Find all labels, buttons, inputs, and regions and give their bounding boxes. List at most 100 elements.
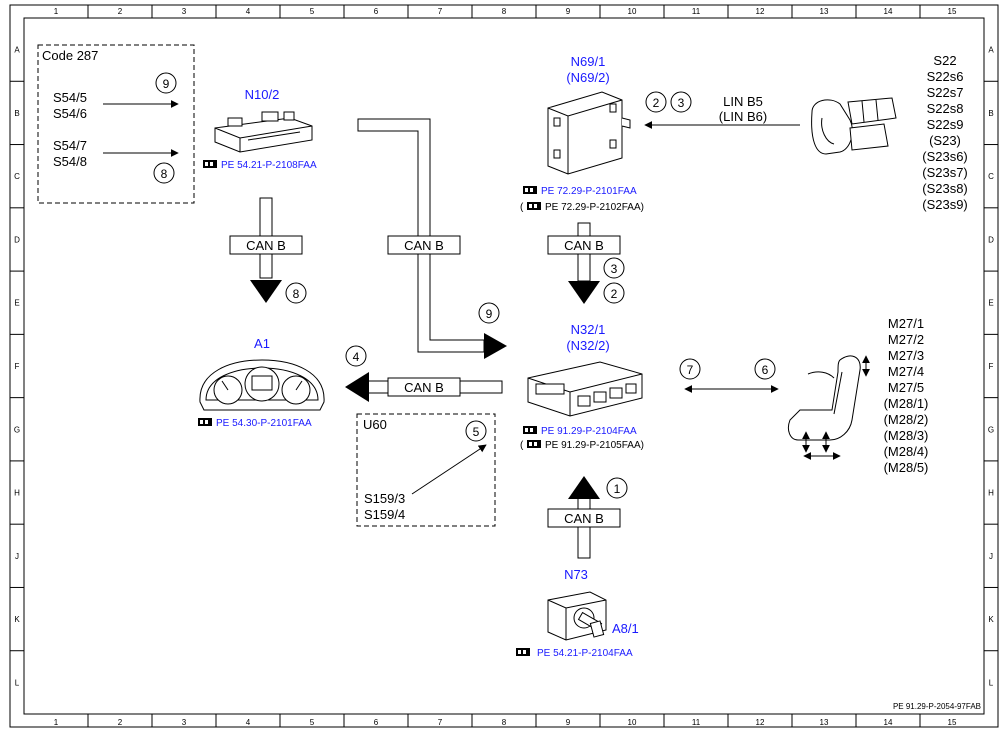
can-left-label-box xyxy=(229,235,303,255)
can-left-arrowhead xyxy=(250,280,282,303)
col-label-top: 10 xyxy=(628,7,637,16)
col-label-bottom: 6 xyxy=(374,718,379,727)
n32-1-ref2-open: ( xyxy=(520,440,524,451)
row-label-right: G xyxy=(988,425,994,434)
can-right-label: CAN B xyxy=(564,238,604,253)
n69-1-ref2-icon xyxy=(527,202,541,210)
row-label-right: J xyxy=(989,552,993,561)
can-to-a1-label: CAN B xyxy=(404,380,444,395)
n69-1-ref2-open: ( xyxy=(520,202,524,213)
n73-sublabel: A8/1 xyxy=(612,621,639,636)
col-label-bottom: 7 xyxy=(438,718,443,727)
col-label-bottom: 2 xyxy=(118,718,123,727)
col-label-bottom: 14 xyxy=(884,718,893,727)
col-label-top: 1 xyxy=(54,7,59,16)
col-label-top: 3 xyxy=(182,7,187,16)
n32-1-label-alt: (N32/2) xyxy=(566,338,609,353)
marker-u60 xyxy=(465,420,487,442)
n10-2-label: N10/2 xyxy=(245,87,280,102)
can-to-a1-group: CAN B 4 xyxy=(345,345,503,402)
instrument-cluster-icon xyxy=(199,359,325,411)
a1-group: A1 PE 54.30-P-2101FAA xyxy=(198,336,325,429)
s22-label: (S23s8) xyxy=(922,181,968,196)
code287-marker-top xyxy=(155,72,177,94)
n32-1-ref1: PE 91.29-P-2104FAA xyxy=(541,426,637,437)
code287-bottom-line-2: S54/8 xyxy=(53,154,87,169)
col-label-bottom: 5 xyxy=(310,718,315,727)
n69-1-ref1: PE 72.29-P-2101FAA xyxy=(541,186,637,197)
col-label-bottom: 9 xyxy=(566,718,571,727)
row-label-right: D xyxy=(988,235,994,244)
code287-marker-bottom-text: 8 xyxy=(161,167,168,181)
col-label-top: 15 xyxy=(948,7,957,16)
u60-dashed-box xyxy=(356,413,496,527)
col-label-top: 4 xyxy=(246,7,251,16)
n73-ref-icon xyxy=(516,648,530,656)
row-label-left: B xyxy=(14,109,19,118)
u60-line-2: S159/4 xyxy=(364,507,405,522)
u60-line-1: S159/3 xyxy=(364,491,405,506)
column-ticks: 1122334455667788991010111112121313141415… xyxy=(54,5,957,727)
n10-2-module-icon xyxy=(214,111,313,153)
s22-labels: S22S22s6S22s7S22s8S22s9(S23)(S23s6)(S23s… xyxy=(922,53,968,212)
can-to-a1-arrowhead xyxy=(345,372,369,402)
code287-title: Code 287 xyxy=(42,48,98,63)
col-label-top: 12 xyxy=(756,7,765,16)
m27-labels: M27/1M27/2M27/3M27/4M27/5(M28/1)(M28/2)(… xyxy=(884,316,929,475)
marker-right-down-a-text: 3 xyxy=(611,262,618,276)
row-label-right: K xyxy=(988,615,994,624)
n73-ref: PE 54.21-P-2104FAA xyxy=(537,648,633,659)
col-label-bottom: 3 xyxy=(182,718,187,727)
marker-seat-right xyxy=(754,358,776,380)
marker-a1 xyxy=(345,345,367,367)
col-label-bottom: 11 xyxy=(692,718,701,727)
can-middle-arrowhead xyxy=(484,333,507,359)
can-middle-label: CAN B xyxy=(404,238,444,253)
col-label-bottom: 12 xyxy=(756,718,765,727)
m27-label: (M28/4) xyxy=(884,444,929,459)
u60-title: U60 xyxy=(363,417,387,432)
lin-label-2: (LIN B6) xyxy=(719,109,767,124)
col-label-top: 2 xyxy=(118,7,123,16)
row-label-left: J xyxy=(15,552,19,561)
s22-label: (S23s6) xyxy=(922,149,968,164)
marker-u60-text: 5 xyxy=(473,425,480,439)
can-bottom-group: CAN B 1 xyxy=(547,476,628,559)
s22-label: (S23s7) xyxy=(922,165,968,180)
m27-group: M27/1M27/2M27/3M27/4M27/5(M28/1)(M28/2)(… xyxy=(787,316,929,475)
n32-1-group: N32/1 (N32/2) PE 91.29-P-2104FAA ( PE 91… xyxy=(520,322,644,451)
marker-middle-text: 9 xyxy=(486,307,493,321)
m27-label: M27/4 xyxy=(888,364,924,379)
row-label-right: F xyxy=(989,362,994,371)
s22-label: S22s9 xyxy=(927,117,964,132)
col-label-bottom: 15 xyxy=(948,718,957,727)
marker-right-down-a xyxy=(603,257,625,279)
n69-1-group: N69/1 (N69/2) PE 72.29-P-2101FAA ( PE 72… xyxy=(520,54,644,213)
can-bottom-label-box xyxy=(547,508,621,528)
lin-marker-a-text: 2 xyxy=(653,96,660,110)
col-label-top: 7 xyxy=(438,7,443,16)
m27-label: M27/3 xyxy=(888,348,924,363)
can-middle-label-box xyxy=(387,235,461,255)
s22-label: (S23s9) xyxy=(922,197,968,212)
marker-middle xyxy=(478,302,500,324)
u60-arrow xyxy=(411,444,487,495)
lin-marker-a xyxy=(645,91,667,113)
row-label-left: K xyxy=(14,615,20,624)
s22-label: (S23) xyxy=(929,133,961,148)
m27-label: (M28/1) xyxy=(884,396,929,411)
s22-label: S22 xyxy=(933,53,956,68)
can-right-label-box xyxy=(547,235,621,255)
can-to-a1-label-box xyxy=(387,377,461,397)
can-bottom-label: CAN B xyxy=(564,511,604,526)
col-label-bottom: 1 xyxy=(54,718,59,727)
code287-group: Code 287 S54/5 S54/6 9 S54/7 S54/8 8 xyxy=(37,44,195,204)
lin-link-group: LIN B5 (LIN B6) 2 3 xyxy=(644,91,800,129)
row-label-left: H xyxy=(14,489,20,498)
row-label-right: B xyxy=(988,109,993,118)
a1-label: A1 xyxy=(254,336,270,351)
document-id: PE 91.29-P-2054-97FAB xyxy=(893,702,981,711)
n69-1-ref2: PE 72.29-P-2102FAA) xyxy=(545,202,644,213)
row-label-left: E xyxy=(14,299,19,308)
